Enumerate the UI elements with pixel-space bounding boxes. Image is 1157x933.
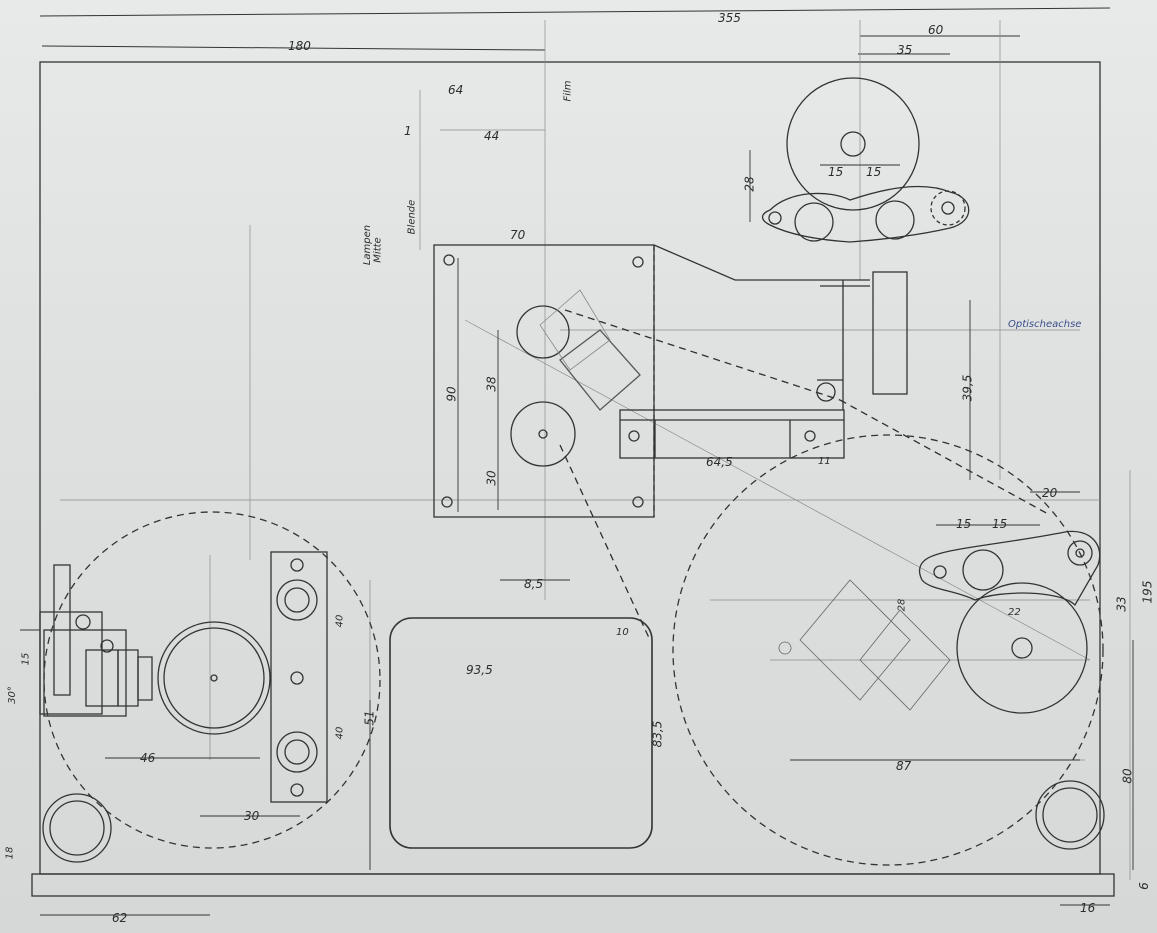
pulldown-arm bbox=[918, 530, 1101, 607]
dim-line-180 bbox=[41, 45, 546, 51]
dim-line-355 bbox=[39, 7, 1111, 17]
label-blende: Blende bbox=[406, 199, 418, 235]
dim-64-5: 64,5 bbox=[706, 455, 733, 469]
dim-60: 60 bbox=[928, 23, 944, 37]
motor-housing bbox=[389, 617, 653, 849]
label-mitte: Mitte bbox=[372, 237, 384, 263]
bracket-plate bbox=[270, 551, 328, 803]
roller-top bbox=[516, 305, 570, 359]
dim-62: 62 bbox=[112, 911, 128, 925]
baseplate-lower-edge bbox=[31, 873, 1115, 897]
cam-lever-top bbox=[761, 185, 970, 243]
dim-90: 90 bbox=[444, 386, 459, 402]
dim-38: 38 bbox=[484, 376, 499, 392]
label-optischeachse: Optischeachse bbox=[1008, 319, 1082, 330]
dim-40-top: 40 bbox=[334, 614, 346, 628]
dim-195: 195 bbox=[1140, 580, 1155, 604]
dim-15-arm-right: 15 bbox=[992, 517, 1008, 531]
dim-93-5: 93,5 bbox=[466, 663, 493, 677]
dim-15-left-edge: 15 bbox=[20, 652, 32, 666]
dim-15-arm-left: 15 bbox=[956, 517, 972, 531]
dim-44: 44 bbox=[484, 129, 500, 143]
dim-180: 180 bbox=[288, 39, 311, 53]
dim-1: 1 bbox=[404, 124, 412, 138]
dim-15-left-top: 15 bbox=[828, 165, 844, 179]
dim-51: 51 bbox=[362, 710, 377, 726]
dim-28-arm: 28 bbox=[896, 598, 908, 612]
take-up-reel-right bbox=[672, 434, 1104, 866]
dim-39-5: 39,5 bbox=[960, 374, 975, 402]
dim-6: 6 bbox=[1136, 882, 1151, 890]
dim-10: 10 bbox=[616, 627, 629, 638]
dim-30-bottom: 30 bbox=[244, 809, 260, 823]
dim-83-5: 83,5 bbox=[650, 720, 665, 748]
dim-35: 35 bbox=[897, 43, 913, 57]
dim-22: 22 bbox=[1008, 607, 1021, 618]
cam-disk-top bbox=[786, 77, 920, 211]
label-lampen: Lampen bbox=[362, 224, 374, 266]
dim-15-right-top: 15 bbox=[866, 165, 882, 179]
dim-18: 18 bbox=[4, 846, 16, 860]
sprocket-wheel-right bbox=[956, 582, 1088, 714]
roller-bottom bbox=[510, 401, 576, 467]
film-gate-plate bbox=[433, 244, 655, 518]
cam-hub-top bbox=[840, 131, 866, 157]
dim-87: 87 bbox=[896, 759, 912, 773]
dim-30-degree: 30° bbox=[6, 686, 18, 704]
dim-80: 80 bbox=[1120, 768, 1135, 784]
feed-reel-left bbox=[43, 511, 381, 849]
dim-355: 355 bbox=[718, 11, 741, 25]
dim-16: 16 bbox=[1080, 901, 1096, 915]
dim-33: 33 bbox=[1114, 596, 1129, 612]
dim-64: 64 bbox=[448, 83, 464, 97]
dim-20: 20 bbox=[1042, 486, 1058, 500]
slider-bar bbox=[619, 409, 845, 459]
lens-housing bbox=[872, 271, 908, 395]
dim-28: 28 bbox=[742, 176, 757, 192]
dim-40-bottom: 40 bbox=[334, 726, 346, 740]
dim-46: 46 bbox=[140, 751, 156, 765]
dim-11: 11 bbox=[818, 456, 831, 467]
feed-spindle-outer bbox=[157, 621, 271, 735]
dim-30-plate: 30 bbox=[484, 470, 499, 486]
dim-8-5: 8,5 bbox=[524, 577, 544, 591]
dim-70: 70 bbox=[510, 228, 526, 242]
label-film: Film bbox=[562, 80, 574, 102]
